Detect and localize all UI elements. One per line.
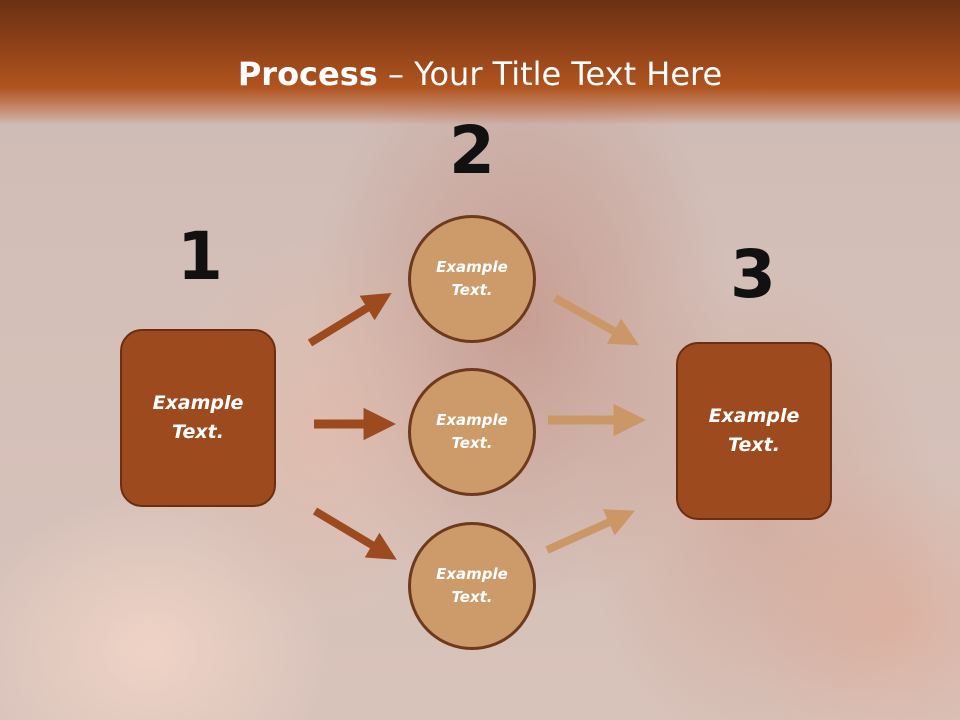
- step-number-3: 3: [730, 236, 776, 313]
- step-3-line1: Example: [708, 405, 800, 427]
- arrow-1-to-bottom: [312, 507, 397, 560]
- arrow-top-to-3: [553, 294, 640, 346]
- title-rest: – Your Title Text Here: [377, 55, 723, 93]
- step-1-line2: Text.: [172, 421, 224, 443]
- arrow-1-to-top: [307, 292, 392, 347]
- circle-top-line1: Example: [436, 258, 508, 276]
- step-1-line1: Example: [152, 392, 244, 414]
- arrow-bottom-to-3: [545, 509, 636, 554]
- step-3-line2: Text.: [728, 434, 780, 456]
- step-number-1: 1: [177, 218, 223, 295]
- circle-middle-line2: Text.: [451, 434, 493, 452]
- step-number-2: 2: [449, 112, 495, 189]
- circle-middle-line1: Example: [436, 411, 508, 429]
- slide-title: Process – Your Title Text Here: [0, 54, 960, 94]
- circle-bottom-line1: Example: [436, 565, 508, 583]
- title-bold: Process: [237, 55, 378, 93]
- title-bar: [0, 0, 960, 125]
- circle-bottom-line2: Text.: [451, 588, 493, 606]
- circle-top-line2: Text.: [451, 281, 493, 299]
